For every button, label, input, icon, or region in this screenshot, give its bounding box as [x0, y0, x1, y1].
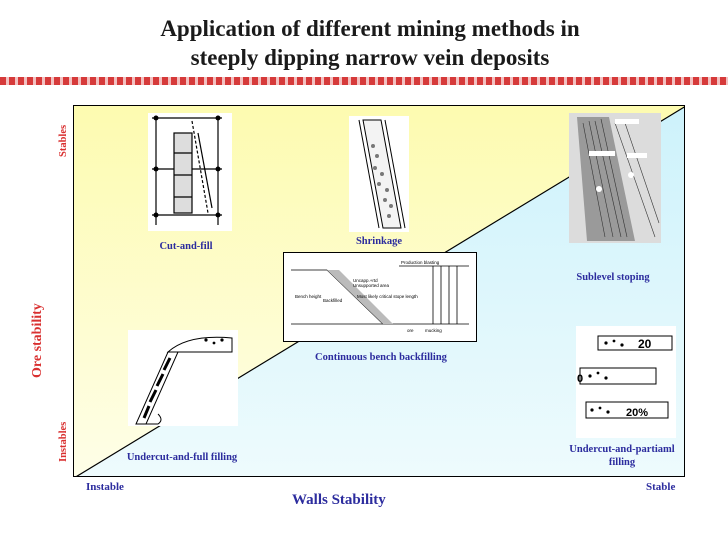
y-axis-title: Ore stability — [30, 303, 46, 378]
undercut-partial-line-2: filling — [548, 456, 696, 469]
title-line-2: steeply dipping narrow vein deposits — [60, 43, 680, 72]
partial-text-top: 20 — [638, 337, 652, 351]
bench-text-backfilled: Backfilled — [323, 298, 343, 303]
x-axis-title: Walls Stability — [292, 492, 386, 509]
undercut-partial-filling-label: Undercut-and-partiaml filling — [548, 443, 696, 469]
cut-and-fill-label: Cut-and-fill — [146, 241, 226, 252]
title-line-1: Application of different mining methods … — [60, 14, 680, 43]
cut-and-fill-figure — [148, 113, 232, 231]
undercut-full-filling-label: Undercut-and-full filling — [116, 452, 248, 463]
y-axis-bottom-label: Instables — [58, 422, 69, 462]
bench-text-most-likely: Most likely critical stope length — [357, 294, 418, 299]
undercut-partial-line-1: Undercut-and-partiaml — [548, 443, 696, 456]
title-rule — [0, 77, 728, 85]
x-axis-right-label: Stable — [646, 481, 675, 493]
page-title: Application of different mining methods … — [60, 14, 680, 72]
sublevel-stoping-figure — [569, 113, 661, 243]
shrinkage-figure — [349, 116, 409, 232]
bench-text-unsupported: Unsupported area — [353, 283, 390, 288]
bench-text-height: Bench height — [295, 294, 322, 299]
shrinkage-label: Shrinkage — [346, 236, 412, 247]
bench-text-production: Production blasting — [401, 260, 440, 265]
continuous-bench-figure: Production blasting Uncapp.+rtd Unsuppor… — [283, 252, 477, 342]
y-axis-top-label: Stables — [58, 125, 69, 157]
partial-text-bottom: 20% — [626, 407, 648, 419]
undercut-full-filling-figure — [128, 330, 238, 426]
x-axis-left-label: Instable — [86, 481, 124, 493]
undercut-partial-filling-figure: 20 0 20% — [576, 326, 676, 438]
continuous-bench-label: Continuous bench backfilling — [296, 352, 466, 363]
bench-text-mucking: mucking — [425, 328, 442, 333]
partial-text-left: 0 — [577, 373, 583, 385]
sublevel-stoping-label: Sublevel stoping — [567, 272, 659, 283]
bench-text-ore: ore — [407, 328, 414, 333]
